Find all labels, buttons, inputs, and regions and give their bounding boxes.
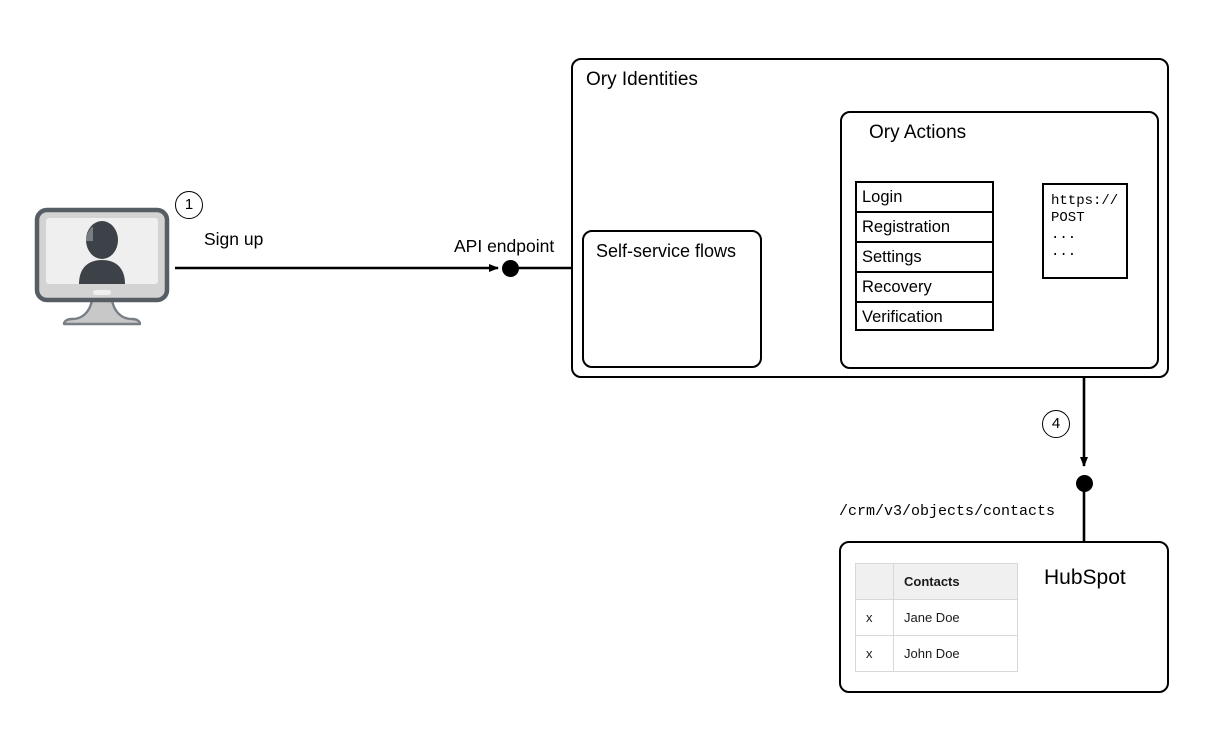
contacts-table: Contacts x Jane Doe x John Doe [855,563,1018,672]
step-circle-4: 4 [1042,410,1070,438]
api-endpoint-dot [502,260,519,277]
table-header-contacts: Contacts [893,563,1018,600]
ory-identities-title: Ory Identities [586,69,698,90]
row-contact-name: John Doe [893,635,1018,672]
self-service-flows-box [582,230,762,368]
row-mark: x [855,599,894,636]
hubspot-endpoint-dot [1076,475,1093,492]
flow-item-recovery[interactable]: Recovery [857,273,992,303]
monitor-user-icon [34,207,170,326]
flow-item-settings[interactable]: Settings [857,243,992,273]
table-header-mark [855,563,894,600]
hubspot-title: HubSpot [1044,566,1126,589]
flow-item-login[interactable]: Login [857,183,992,213]
row-mark: x [855,635,894,672]
ory-actions-title: Ory Actions [869,122,967,143]
self-service-flows-title: Self-service flows [596,241,737,261]
flow-item-registration[interactable]: Registration [857,213,992,243]
row-contact-name: Jane Doe [893,599,1018,636]
webhook-code-box: https:// POST ... ... [1042,183,1128,279]
table-header-row: Contacts [855,563,1018,600]
table-row[interactable]: x Jane Doe [855,599,1018,636]
api-endpoint-label: API endpoint [454,236,555,256]
flow-list: Login Registration Settings Recovery Ver… [855,181,994,331]
table-row[interactable]: x John Doe [855,635,1018,672]
sign-up-label: Sign up [204,229,264,249]
step-circle-1: 1 [175,191,203,219]
hubspot-endpoint-path: /crm/v3/objects/contacts [839,503,1056,520]
flow-item-verification[interactable]: Verification [862,308,943,326]
